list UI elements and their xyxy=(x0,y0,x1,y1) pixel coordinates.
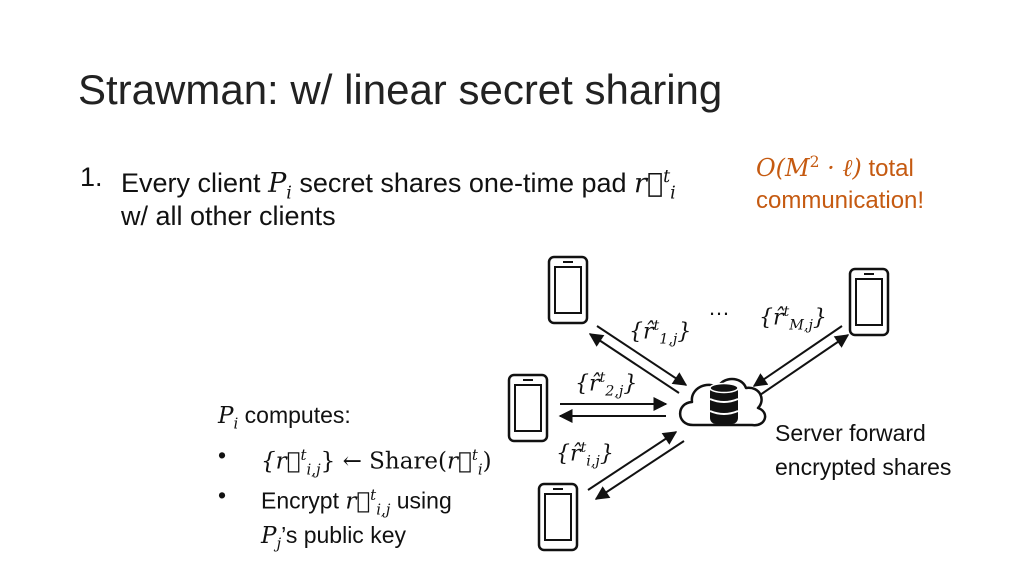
share-lhs: {r⃗ xyxy=(261,448,301,475)
server-label-line-1: Server forward xyxy=(775,420,926,446)
arrow-right-phone-server xyxy=(752,325,850,396)
sup-t: t xyxy=(663,167,671,187)
encrypt-b: using xyxy=(390,487,452,514)
share-label-i-sup: t xyxy=(580,440,587,456)
computes-heading: Pi computes: xyxy=(218,396,351,436)
computes-sub: i xyxy=(233,414,239,433)
encrypt-sub: i,j xyxy=(376,500,391,519)
server-label-line-2: encrypted shares xyxy=(775,454,952,480)
public-key-text: Pj’s public key xyxy=(261,516,406,563)
share-label-M-sup: t xyxy=(783,304,790,320)
big-o: O(M xyxy=(756,154,810,182)
pk-var: P xyxy=(261,523,277,549)
share-label-1-close: } xyxy=(677,319,692,345)
arrow-bottom-phone-server xyxy=(587,431,685,500)
share-label-M: {r̂tM,j} xyxy=(759,304,827,334)
step-text-b: secret shares one-time pad xyxy=(291,168,635,198)
server-label: Server forward encrypted shares xyxy=(775,416,951,484)
var-P: P xyxy=(268,168,287,199)
encrypt-r: r⃗ xyxy=(345,488,371,515)
complexity-line-1: O(M2 · ℓ) total xyxy=(756,146,924,185)
complexity-line-2: communication! xyxy=(756,187,925,214)
step-text-a: Every client xyxy=(121,168,269,198)
bullet-dot: • xyxy=(218,482,227,508)
share-label-i-close: } xyxy=(599,441,614,467)
share-close: ) xyxy=(482,448,492,475)
share-label-1-sup: t xyxy=(653,318,660,334)
share-label-2-base: {r̂ xyxy=(575,371,600,397)
share-mid: } ← xyxy=(320,448,370,475)
phone-right-icon xyxy=(848,267,890,337)
step-1-line-2: w/ all other clients xyxy=(121,201,336,231)
arrow-mid-phone-server xyxy=(558,397,668,423)
phone-top-icon xyxy=(547,255,589,325)
share-label-2: {r̂t2,j} xyxy=(575,370,637,400)
step-1-line-1: Every client Pi secret shares one-time p… xyxy=(121,158,676,212)
share-r-sub: i xyxy=(477,460,483,479)
complexity-note: O(M2 · ℓ) total communication! xyxy=(756,146,924,217)
public-key-line: Pj’s public key xyxy=(218,516,406,556)
share-label-2-sub: 2,j xyxy=(605,383,624,400)
share-sub: i,j xyxy=(306,460,321,479)
share-formula: {r⃗ti,j} ← Share(r⃗ti) xyxy=(261,436,492,488)
database-icon xyxy=(709,382,739,424)
encrypt-text: Encrypt r⃗ti,j using xyxy=(261,476,452,528)
share-label-2-sup: t xyxy=(599,370,606,386)
share-label-i-sub: i,j xyxy=(586,453,600,470)
pk-text: ’s public key xyxy=(281,522,406,548)
share-label-1: {r̂t1,j} xyxy=(629,318,691,348)
share-label-M-sub: M,j xyxy=(789,317,813,334)
bullet-share: • {r⃗ti,j} ← Share(r⃗ti) xyxy=(218,436,492,478)
arrow-top-phone-server xyxy=(588,325,688,394)
step-number: 1. xyxy=(80,162,103,192)
sub-i: i xyxy=(670,183,676,204)
share-label-1-sub: 1,j xyxy=(659,331,678,348)
computes-var: P xyxy=(218,403,234,429)
exponent: 2 xyxy=(809,153,820,171)
encrypt-sup: t xyxy=(370,486,377,504)
ell-term: · ℓ) xyxy=(819,154,862,182)
computes-text: computes: xyxy=(238,402,351,428)
bullet-encrypt: • Encrypt r⃗ti,j using xyxy=(218,476,452,518)
share-label-M-close: } xyxy=(812,305,827,331)
var-r: r⃗ xyxy=(634,168,664,199)
share-fn: Share( xyxy=(369,448,448,475)
share-label-2-close: } xyxy=(623,371,638,397)
share-label-i-base: {r̂ xyxy=(556,441,581,467)
share-sup: t xyxy=(300,446,307,464)
var-i: i xyxy=(286,183,292,204)
more-clients-ellipsis: … xyxy=(708,295,730,320)
share-r: r⃗ xyxy=(447,448,472,475)
share-label-1-base: {r̂ xyxy=(629,319,654,345)
pk-sub: j xyxy=(276,534,282,553)
share-label-i: {r̂ti,j} xyxy=(556,440,614,470)
phone-bottom-icon xyxy=(537,482,579,552)
note-text: total xyxy=(861,155,914,182)
share-r-sup: t xyxy=(471,446,478,464)
slide-title: Strawman: w/ linear secret sharing xyxy=(78,66,723,113)
share-label-M-base: {r̂ xyxy=(759,305,784,331)
phone-mid-icon xyxy=(507,373,549,443)
client-computation: Pi computes: • {r⃗ti,j} ← Share(r⃗ti) • … xyxy=(218,396,492,556)
encrypt-a: Encrypt xyxy=(261,487,346,514)
bullet-dot: • xyxy=(218,442,227,468)
